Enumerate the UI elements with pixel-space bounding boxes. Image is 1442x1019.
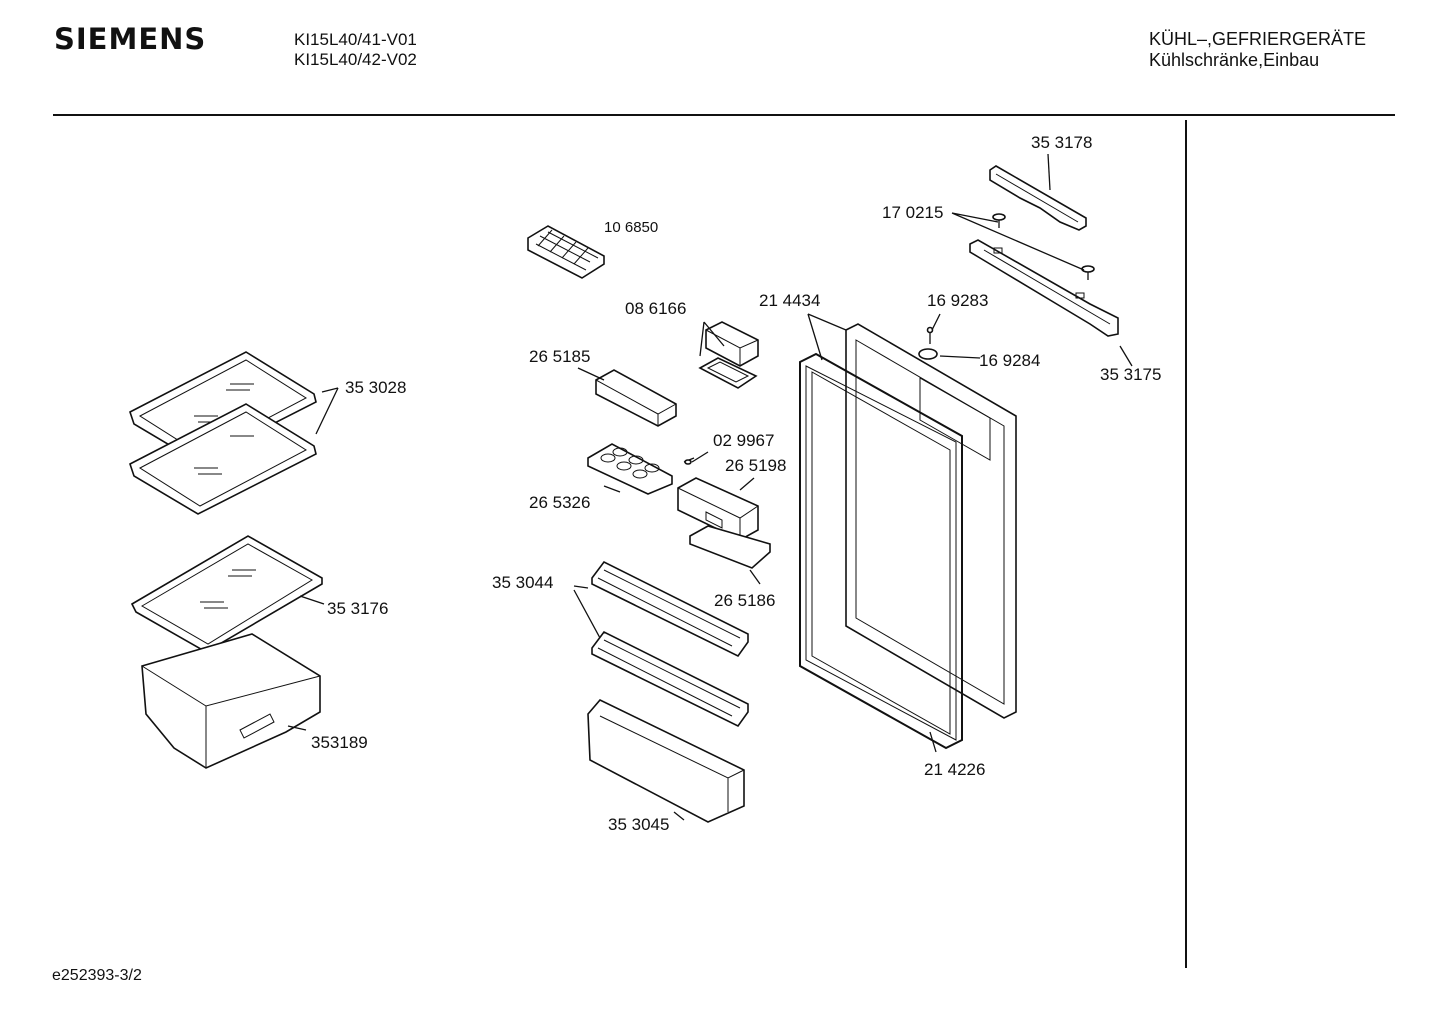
bottle-bin — [587, 699, 745, 823]
part-label: 08 6166 — [625, 299, 686, 318]
part-label: 35 3028 — [345, 378, 406, 397]
glass-shelf — [129, 351, 317, 463]
door-gasket — [799, 352, 963, 750]
category-subtitle: Kühlschränke,Einbau — [1149, 50, 1320, 70]
brand-logo: SIEMENS — [54, 22, 207, 56]
category-title: KÜHL–,GEFRIERGERÄTE — [1149, 29, 1367, 49]
part-label: 26 5198 — [725, 456, 786, 475]
part-label: 26 5185 — [529, 347, 590, 366]
part-label: 16 9283 — [927, 291, 988, 310]
category-block: KÜHL–,GEFRIERGERÄTE Kühlschränke,Einbau — [1149, 29, 1366, 71]
model-number: KI15L40/42-V02 — [294, 50, 417, 69]
part-label: 353189 — [311, 733, 368, 752]
handle-bracket — [969, 239, 1119, 337]
screw-icon — [992, 213, 1006, 228]
part-label: 35 3044 — [492, 573, 553, 592]
part-label: 35 3175 — [1100, 365, 1161, 384]
small-screw-icon — [683, 457, 695, 465]
part-label: 26 5326 — [529, 493, 590, 512]
header-divider — [53, 114, 1395, 116]
pin-icon — [926, 326, 934, 344]
part-label: 35 3045 — [608, 815, 669, 834]
part-label: 21 4226 — [924, 760, 985, 779]
part-label: 21 4434 — [759, 291, 820, 310]
document-code: e252393-3/2 — [52, 967, 142, 984]
door-handle-cover — [989, 165, 1087, 231]
part-label: 10 6850 — [604, 219, 658, 236]
screw-icon — [1081, 265, 1095, 280]
egg-tray — [587, 443, 673, 495]
butter-compartment — [698, 321, 759, 389]
part-label: 35 3176 — [327, 599, 388, 618]
model-numbers: KI15L40/41-V01 KI15L40/42-V02 — [294, 30, 417, 70]
part-label: 02 9967 — [713, 431, 774, 450]
part-label: 35 3178 — [1031, 133, 1092, 152]
vegetable-crisper — [141, 633, 321, 769]
grommet-icon — [918, 348, 938, 360]
part-label: 17 0215 — [882, 203, 943, 222]
glass-shelf — [130, 535, 323, 653]
door-bin — [591, 630, 749, 728]
part-label: 16 9284 — [979, 351, 1040, 370]
door-panel — [845, 323, 1017, 719]
leader-lines — [287, 153, 1133, 821]
part-label: 26 5186 — [714, 591, 775, 610]
small-door-shelf — [595, 369, 677, 427]
model-number: KI15L40/41-V01 — [294, 30, 417, 49]
ice-cube-tray — [527, 225, 605, 279]
glass-shelf — [129, 403, 317, 515]
door-bin — [591, 560, 749, 658]
door-bin-with-lid — [677, 477, 771, 569]
right-margin-divider — [1185, 120, 1187, 968]
